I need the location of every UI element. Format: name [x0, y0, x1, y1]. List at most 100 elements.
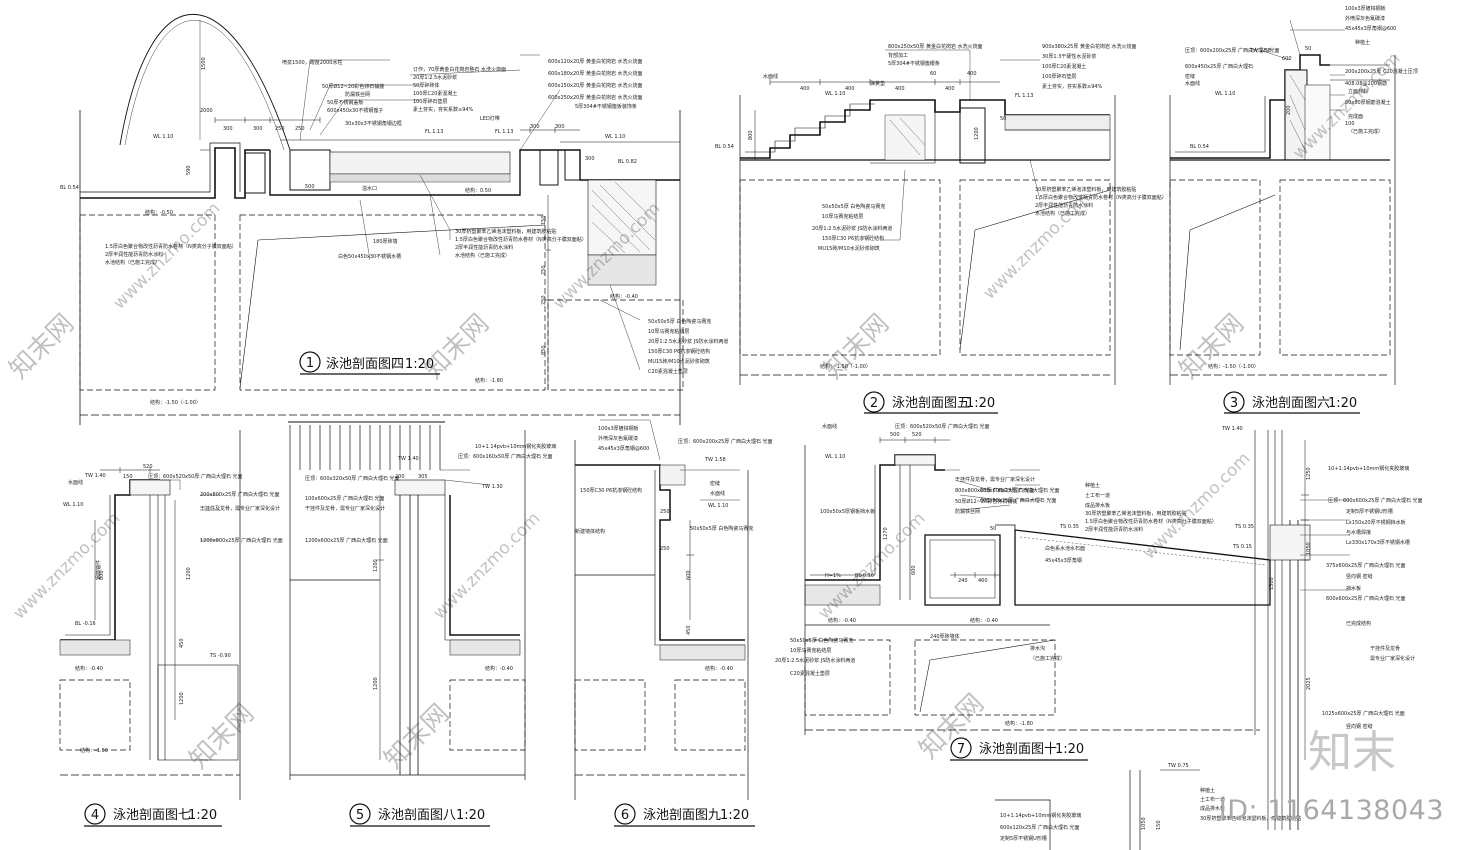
svg-text:7: 7: [957, 742, 965, 757]
svg-text:850: 850: [541, 345, 547, 355]
svg-text:50: 50: [1305, 46, 1311, 52]
svg-text:300: 300: [555, 124, 565, 130]
svg-text:520: 520: [912, 432, 922, 438]
svg-text:300: 300: [253, 126, 263, 132]
svg-text:结构：-1.80: 结构：-1.80: [475, 377, 503, 384]
svg-text:TW 1.40: TW 1.40: [397, 456, 419, 462]
svg-text:2025: 2025: [1306, 677, 1312, 690]
svg-text:240厚砖墙体: 240厚砖墙体: [930, 633, 960, 640]
svg-text:结构：-1.50（-1.00）: 结构：-1.50（-1.00）: [820, 363, 871, 370]
svg-text:泳池剖面图四: 泳池剖面图四: [326, 357, 404, 372]
svg-text:1:20: 1:20: [1055, 742, 1084, 757]
svg-text:50厚不锈钢盖板: 50厚不锈钢盖板: [327, 99, 363, 106]
pool-wall-left: [80, 147, 270, 199]
svg-text:TW 1.58: TW 1.58: [704, 457, 726, 463]
svg-text:TS 0.15: TS 0.15: [1232, 544, 1252, 550]
svg-text:WL 1.10: WL 1.10: [63, 502, 83, 508]
svg-text:375x600x25厚 广西白大理石 光面: 375x600x25厚 广西白大理石 光面: [1326, 562, 1406, 569]
svg-text:结构：-0.40: 结构：-0.40: [610, 293, 638, 300]
svg-text:防漏铁丝网: 防漏铁丝网: [955, 508, 980, 515]
svg-text:800x250x50厚 黄金白花岗岩 水洗火烧面: 800x250x50厚 黄金白花岗岩 水洗火烧面: [888, 43, 983, 50]
svg-text:FL 1.13: FL 1.13: [425, 129, 443, 135]
svg-text:外喷深灰色氟碳漆: 外喷深灰色氟碳漆: [598, 435, 638, 442]
svg-text:立面材料: 立面材料: [1348, 88, 1368, 95]
svg-text:50: 50: [990, 526, 996, 532]
svg-text:压顶：600x520x50厚 广西白大理石 光面: 压顶：600x520x50厚 广西白大理石 光面: [895, 423, 990, 430]
svg-text:WL 1.10: WL 1.10: [708, 503, 728, 509]
svg-text:外喷深灰色氟碳漆: 外喷深灰色氟碳漆: [1345, 15, 1385, 22]
svg-text:防漏铁丝网: 防漏铁丝网: [345, 91, 370, 98]
svg-text:结构：0.50: 结构：0.50: [465, 187, 491, 194]
svg-text:590: 590: [186, 165, 192, 175]
svg-text:种植土: 种植土: [1355, 39, 1370, 46]
svg-text:H=1%: H=1%: [825, 573, 841, 579]
svg-text:MU15砖/M10水泥砂浆砌筑: MU15砖/M10水泥砂浆砌筑: [648, 358, 710, 365]
svg-text:与水槽焊接: 与水槽焊接: [1346, 529, 1371, 536]
section-title-5: 5 泳池剖面图八 1:20: [349, 803, 490, 827]
svg-text:150: 150: [541, 215, 547, 225]
svg-text:1200x600x25厚 广西白大理石 光面: 1200x600x25厚 广西白大理石 光面: [305, 537, 388, 544]
svg-text:定制5厚不锈钢U形槽: 定制5厚不锈钢U形槽: [1000, 835, 1047, 842]
svg-text:TS 0.35: TS 0.35: [1234, 524, 1254, 530]
svg-text:1:20: 1:20: [456, 808, 485, 823]
svg-text:1.5厚白色聚合物改性沥青防水卷材（N类高分子膜双面粘）: 1.5厚白色聚合物改性沥青防水卷材（N类高分子膜双面粘）: [1035, 194, 1167, 201]
svg-text:BL 0.54: BL 0.54: [715, 144, 734, 150]
svg-text:600x120x20厚 黄金白花岗岩 水洗火烧面: 600x120x20厚 黄金白花岗岩 水洗火烧面: [548, 58, 643, 65]
svg-text:泳池剖面图五: 泳池剖面图五: [892, 396, 970, 411]
section-3-drawing: [1169, 19, 1396, 385]
svg-text:800x800x25厚 广西白大理石 光面: 800x800x25厚 广西白大理石 光面: [955, 487, 1035, 494]
svg-text:150: 150: [1156, 820, 1162, 830]
svg-text:1500: 1500: [201, 57, 207, 70]
svg-text:压顶：600x160x50厚 广西白大理石 光面: 压顶：600x160x50厚 广西白大理石 光面: [458, 453, 553, 460]
svg-text:250: 250: [295, 126, 305, 132]
svg-text:250: 250: [275, 126, 285, 132]
svg-text:WL 1.10: WL 1.10: [825, 91, 845, 97]
section-title-6: 6 泳池剖面图九 1:20: [614, 803, 755, 827]
svg-text:2厚丰润性能沥青防水涂料: 2厚丰润性能沥青防水涂料: [1035, 202, 1093, 209]
svg-text:C20素混凝土垫层: C20素混凝土垫层: [648, 368, 688, 375]
svg-text:10厚马赛克粘结层: 10厚马赛克粘结层: [790, 647, 831, 654]
svg-text:泳池剖面图十: 泳池剖面图十: [979, 742, 1057, 757]
svg-text:白色50x450x30不锈钢水槽: 白色50x450x30不锈钢水槽: [338, 253, 401, 260]
svg-text:结构：-0.40: 结构：-0.40: [75, 665, 103, 672]
svg-text:WL 1.10: WL 1.10: [825, 454, 845, 460]
svg-text:密缝: 密缝: [710, 480, 720, 487]
svg-text:压顶：600x320x50厚 广西白大理石 光面: 压顶：600x320x50厚 广西白大理石 光面: [305, 475, 400, 482]
svg-text:新建墙体结构: 新建墙体结构: [575, 528, 605, 535]
svg-text:80x80厚钢筋混凝土: 80x80厚钢筋混凝土: [1345, 99, 1391, 106]
svg-text:水面线: 水面线: [822, 423, 837, 430]
svg-text:600x450x25厚 广西白大理石: 600x450x25厚 广西白大理石: [1185, 63, 1253, 70]
svg-text:180厚砖墙: 180厚砖墙: [373, 238, 398, 245]
svg-text:干挂件及龙骨: 干挂件及龙骨: [1370, 645, 1400, 652]
svg-text:100厚碎石垫层: 100厚碎石垫层: [413, 98, 448, 105]
svg-text:水池结构（已施工完成）: 水池结构（已施工完成）: [1035, 210, 1090, 217]
svg-text:240: 240: [958, 578, 968, 584]
svg-text:1250: 1250: [1306, 467, 1312, 480]
section-title-4: 4 泳池剖面图七 1:20: [84, 803, 222, 827]
svg-text:1200: 1200: [373, 677, 379, 690]
svg-text:C20素混凝土垫层: C20素混凝土垫层: [790, 670, 830, 677]
svg-text:FL 1.13: FL 1.13: [495, 129, 513, 135]
svg-text:成品排水板: 成品排水板: [1200, 805, 1225, 812]
fountain-arc: [119, 13, 291, 151]
section-title-3: 3 泳池剖面图六 1:20: [1223, 391, 1360, 414]
svg-text:1050: 1050: [1141, 817, 1147, 830]
section-title-2: 2 泳池剖面图五 1:20: [863, 391, 998, 414]
svg-text:450: 450: [179, 638, 185, 648]
svg-text:需专业厂家深化设计: 需专业厂家深化设计: [1370, 655, 1415, 662]
svg-text:泳池剖面图九: 泳池剖面图九: [643, 808, 721, 823]
svg-text:600: 600: [911, 565, 917, 575]
svg-text:100x50x5厚钢板挡水板: 100x50x5厚钢板挡水板: [820, 508, 875, 515]
svg-text:结构：-0.40: 结构：-0.40: [485, 665, 513, 672]
svg-text:600x180x20厚 黄金白花岗岩 水洗火烧面: 600x180x20厚 黄金白花岗岩 水洗火烧面: [548, 70, 643, 77]
svg-text:www.znzmo.com: www.znzmo.com: [9, 509, 124, 624]
svg-text:60: 60: [930, 71, 936, 77]
svg-text:已完成结构: 已完成结构: [1346, 620, 1371, 627]
svg-text:1: 1: [306, 356, 314, 371]
svg-text:30厚挤塑聚苯乙烯泡沫塑料板，用建筑胶粘贴: 30厚挤塑聚苯乙烯泡沫塑料板，用建筑胶粘贴: [1200, 815, 1301, 822]
section-4-drawing: [59, 430, 241, 800]
svg-text:www.znzmo.com: www.znzmo.com: [429, 509, 544, 624]
svg-text:排水沟: 排水沟: [1030, 645, 1045, 652]
svg-text:干挂件及龙骨，需专业厂家深化设计: 干挂件及龙骨，需专业厂家深化设计: [200, 505, 280, 512]
